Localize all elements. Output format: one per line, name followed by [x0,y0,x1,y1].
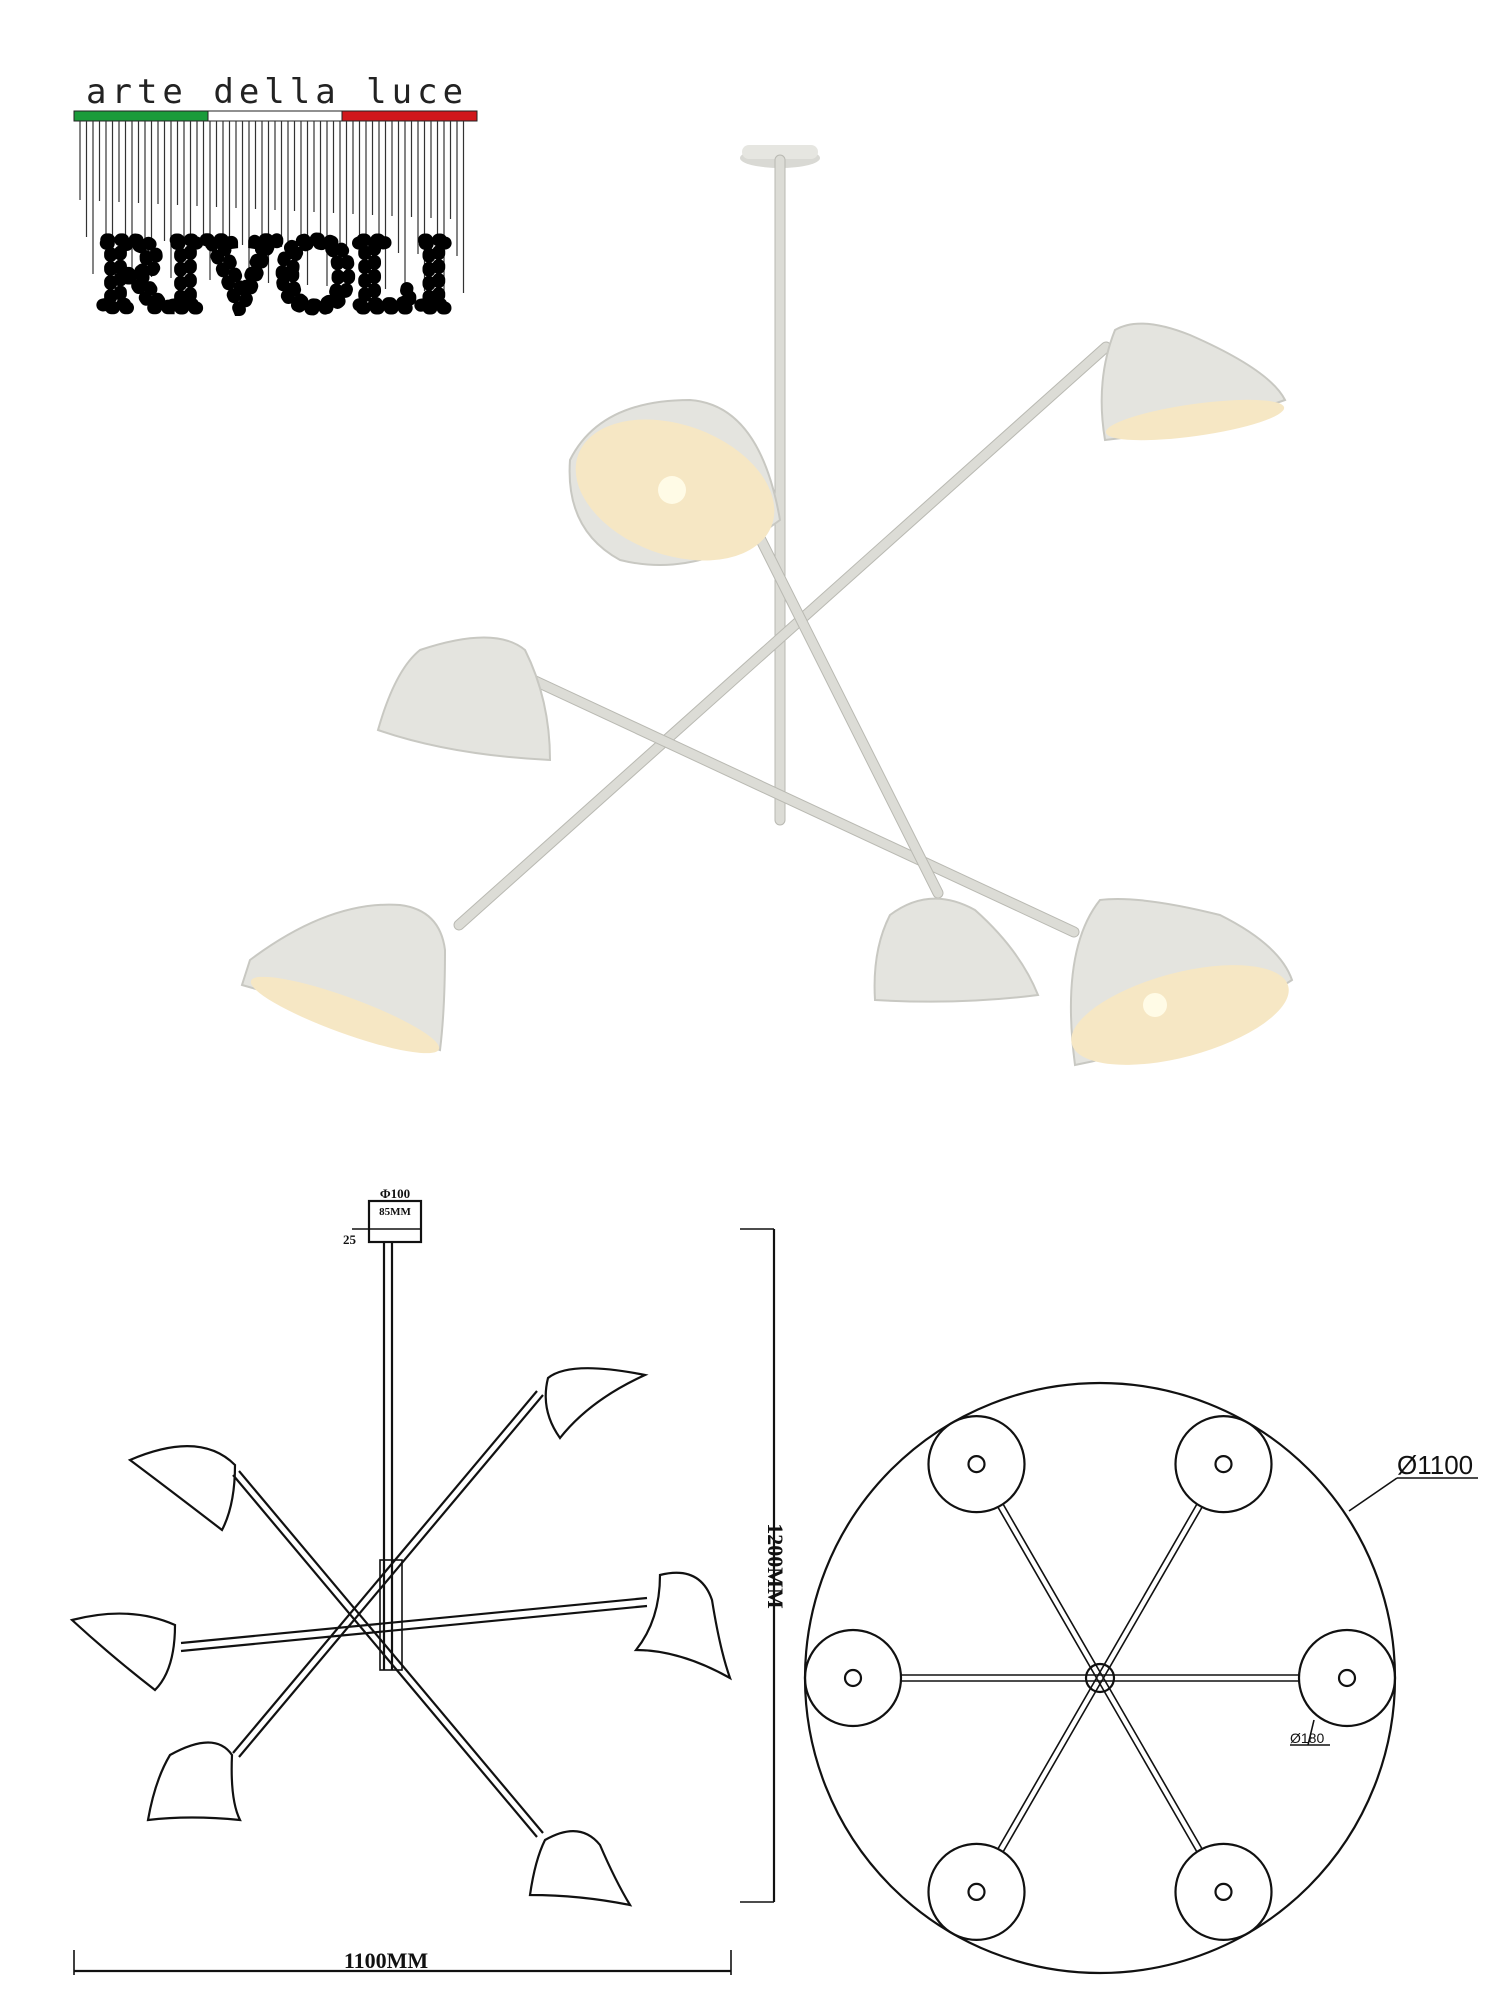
bulb-circle [967,1882,986,1902]
bulb-circle [843,1668,863,1688]
width-label: 1100MM [344,1948,429,1973]
flag-white [207,110,343,122]
shade-diameter-label: Ø180 [1290,1730,1324,1746]
arm-1 [454,342,1111,930]
arm-3 [745,513,943,898]
height-label: 1200MM [763,1523,788,1609]
arm-line [1002,1679,1104,1853]
center-hub [1084,1662,1116,1694]
shade-outline [69,1612,177,1692]
shade-outline [127,1445,237,1532]
shade-outline [528,1830,633,1907]
logo-tagline: arte della luce [86,72,468,112]
chandelier-photo [240,145,1294,1067]
arm-line [997,1676,1099,1850]
shade-outline [633,1571,733,1681]
canopy-outline [367,1199,423,1244]
outer-diameter-label: Ø1100 [1397,1450,1473,1480]
shade-circle [1297,1628,1397,1728]
shade-outline [146,1741,242,1822]
shade-circle [927,1842,1026,1942]
bulb-circle [1337,1668,1357,1688]
arm-line [1101,1506,1203,1680]
top-view-drawing: Ø1100 Ø180 [803,1381,1478,1975]
lamp-shade [240,903,447,1054]
arm-line [997,1506,1099,1680]
shade-circle [1174,1842,1273,1942]
lamp-shade [873,897,1040,1003]
arm-line [1096,1679,1198,1853]
lamp-shade [1100,322,1287,442]
flag-green [73,110,209,122]
flag-red [341,110,478,122]
arm-2 [513,668,1079,937]
canopy-height-label: 25 [343,1232,357,1247]
canopy-diameter-label: Φ100 [380,1186,410,1201]
lamp-shade [376,636,552,762]
arm-line [1096,1503,1198,1677]
bulb-circle [1214,1454,1233,1474]
outer-circle [803,1381,1397,1975]
canopy-inner-label: 85MM [379,1206,411,1218]
bulb-circle [967,1454,986,1474]
top-arms [803,1414,1397,1942]
bulb-circle [1214,1882,1233,1902]
arm-line [1101,1676,1203,1850]
logo-brand: RIVOLI [99,216,451,331]
hanging-lines [79,121,465,293]
lamp-shade [568,398,782,566]
shade-circle [927,1414,1026,1514]
brand-logo: arte della luce RIVOLI [73,72,478,338]
side-view-drawing: Φ100 85MM 25 1200MM 1100MM [69,1186,788,1975]
lamp-shade [1069,898,1294,1067]
shade-outline [544,1367,649,1440]
arm-line [1002,1503,1104,1677]
shade-circle [803,1628,903,1728]
shade-circle [1174,1414,1273,1514]
